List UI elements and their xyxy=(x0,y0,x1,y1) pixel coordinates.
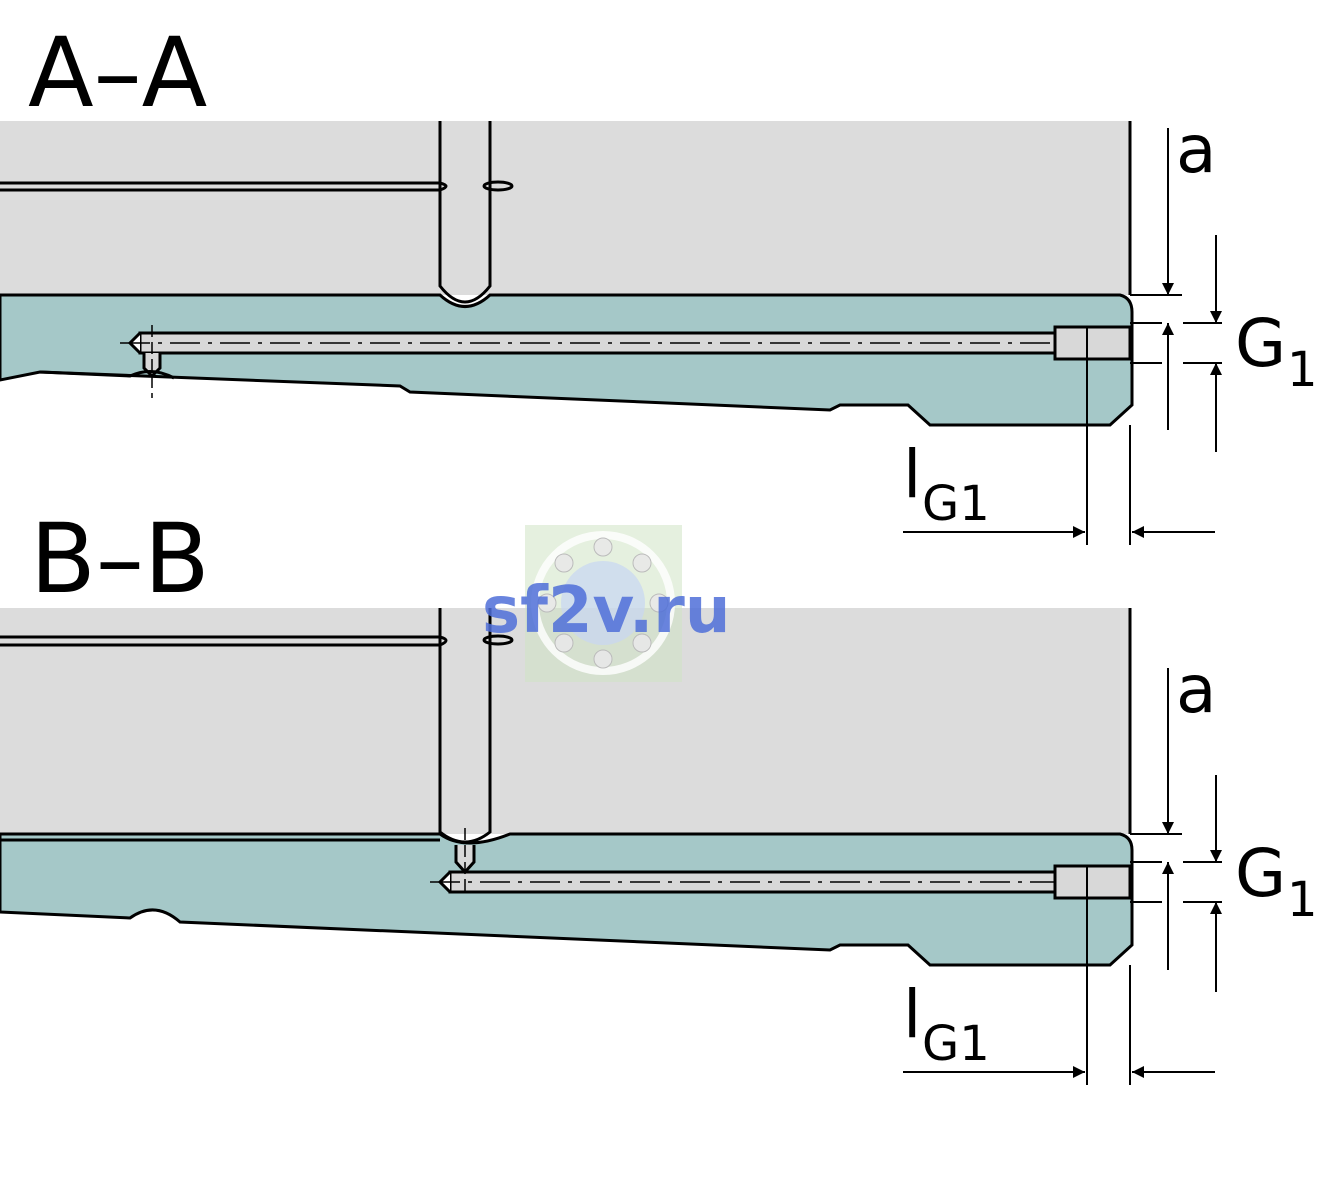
carriage-body-aa xyxy=(0,293,1134,427)
label-g-bb: G xyxy=(1235,835,1286,912)
label-g-sub-aa: 1 xyxy=(1287,342,1318,398)
label-lg-sub-aa: G1 xyxy=(922,476,990,532)
section-title-aa: A–A xyxy=(28,17,207,129)
watermark: sf2v.ru xyxy=(482,525,730,682)
label-a-bb: a xyxy=(1176,651,1216,728)
label-lg-sub-bb: G1 xyxy=(922,1016,990,1072)
dimension-lines-bb xyxy=(903,668,1222,1085)
housing-groove-aa xyxy=(0,121,514,304)
label-lg-bb: l xyxy=(903,976,921,1053)
label-g-aa: G xyxy=(1235,305,1286,382)
section-title-bb: B–B xyxy=(30,503,210,615)
label-g-sub-bb: 1 xyxy=(1287,872,1318,928)
label-a-aa: a xyxy=(1176,111,1216,188)
housing-block-aa xyxy=(0,121,1130,295)
dimension-lines-aa xyxy=(903,128,1222,545)
lube-bore-aa xyxy=(39,325,1132,398)
lube-bore-bb xyxy=(430,828,1132,900)
carriage-body-bb xyxy=(0,832,1134,967)
label-lg-aa: l xyxy=(903,436,921,513)
section-aa: A–A xyxy=(0,17,1318,545)
watermark-text: sf2v.ru xyxy=(482,574,730,648)
